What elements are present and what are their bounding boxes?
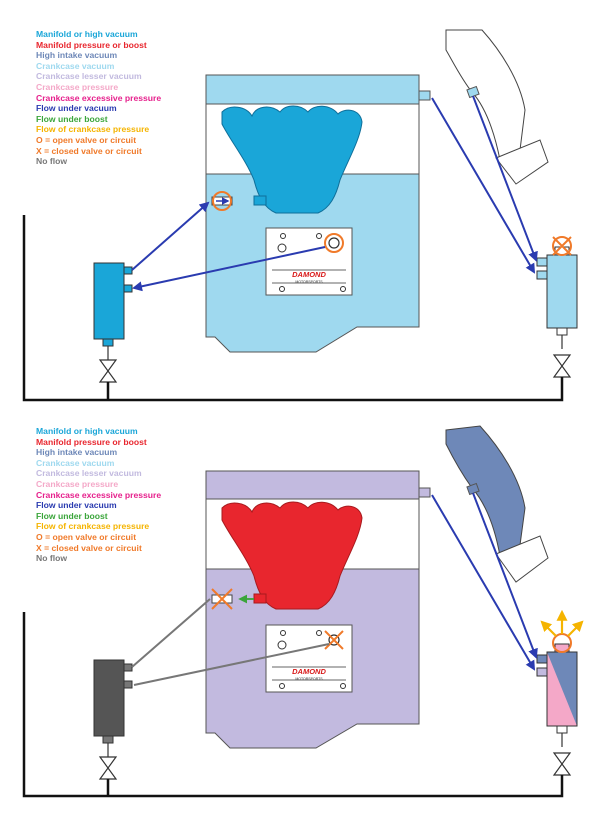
plate-logo-brand: DAMOND (292, 270, 326, 279)
flow-arrow-head-to-can (431, 494, 536, 671)
legend-item: Manifold pressure or boost (36, 39, 147, 50)
legend-item: Manifold or high vacuum (36, 29, 138, 39)
cylinder-head (205, 74, 420, 105)
flow-arrow-plate-to-can (132, 246, 326, 292)
flow-arrow-can-to-pcv (131, 201, 210, 271)
legend-item: Flow under boost (36, 510, 108, 521)
drain-valve-left (98, 346, 118, 383)
legend-item: X = closed valve or circuit (36, 542, 142, 553)
legend-item: Flow under vacuum (36, 500, 117, 511)
pcv-open-marker (212, 191, 232, 211)
drain-pipe (22, 612, 564, 798)
legend-item: Crankcase lesser vacuum (36, 468, 142, 479)
head-breather-port (418, 90, 431, 101)
legend-item: High intake vacuum (36, 447, 118, 458)
plate-logo: DAMOND MOTORSPORTS (272, 666, 346, 681)
drain-valve-left (98, 743, 118, 780)
legend-item: Manifold or high vacuum (36, 426, 138, 436)
intake-port (466, 482, 480, 496)
intake-filter (495, 139, 549, 185)
intake-filter (495, 535, 549, 583)
legend-item: Flow under boost (36, 113, 108, 124)
legend-item: No flow (36, 156, 68, 167)
drain-pipe (22, 215, 564, 402)
legend-item: High intake vacuum (36, 50, 118, 61)
legend-item: Flow under vacuum (36, 103, 117, 114)
catch-can-right (546, 254, 578, 329)
manifold-port (253, 593, 267, 604)
legend-item: O = open valve or circuit (36, 531, 137, 542)
baffle-plate (265, 227, 353, 296)
legend-item: X = closed valve or circuit (36, 145, 142, 156)
legend-item: Flow of crankcase pressure (36, 124, 150, 135)
catch-can-right (546, 651, 578, 727)
flow-arrow-intake-to-can (472, 492, 538, 659)
legend-item: Crankcase lesser vacuum (36, 71, 142, 82)
intake-port (466, 85, 480, 99)
plate-logo-sub: MOTORSPORTS (295, 280, 323, 284)
pcv-closed-marker (211, 588, 233, 610)
plate-port (328, 237, 340, 249)
intake-tube (445, 425, 526, 557)
legend-item: Manifold pressure or boost (36, 436, 147, 447)
plate-logo-brand: DAMOND (292, 667, 326, 676)
legend-item: Crankcase excessive pressure (36, 92, 162, 103)
intake-manifold (221, 501, 363, 610)
flow-arrow-intake-to-can (472, 95, 538, 262)
plate-logo: DAMOND MOTORSPORTS (272, 269, 346, 284)
legend-item: Crankcase pressure (36, 478, 119, 489)
legend-item: Flow of crankcase pressure (36, 521, 150, 532)
intake-manifold (221, 105, 363, 214)
catch-can-left (93, 659, 125, 737)
head-breather-port (418, 487, 431, 498)
diagram-boost-state: DAMOND MOTORSPORTS (22, 425, 584, 798)
breather-closed-marker (552, 236, 572, 256)
legend-item: Crankcase vacuum (36, 457, 115, 468)
drain-valve-right (552, 335, 572, 378)
legend-item: Crankcase pressure (36, 81, 119, 92)
no-flow-hose-upper (131, 598, 211, 668)
no-flow-hose-lower (133, 643, 330, 686)
legend-item: Crankcase vacuum (36, 60, 115, 71)
manifold-port (253, 195, 267, 206)
crankcase-vent-arrows (540, 609, 584, 637)
diagram-vacuum-state: DAMOND MOTORSPORTS (22, 29, 578, 402)
legend-item: O = open valve or circuit (36, 134, 137, 145)
intake-tube (445, 29, 526, 161)
plate-logo-sub: MOTORSPORTS (295, 677, 323, 681)
plate-closed-marker (324, 630, 344, 650)
drain-valve-right (552, 733, 572, 776)
plate-open-marker (324, 233, 344, 253)
catch-can-left (93, 262, 125, 340)
legend-item: No flow (36, 553, 68, 564)
flow-arrow-head-to-can (431, 97, 536, 274)
legend-item: Crankcase excessive pressure (36, 489, 162, 500)
